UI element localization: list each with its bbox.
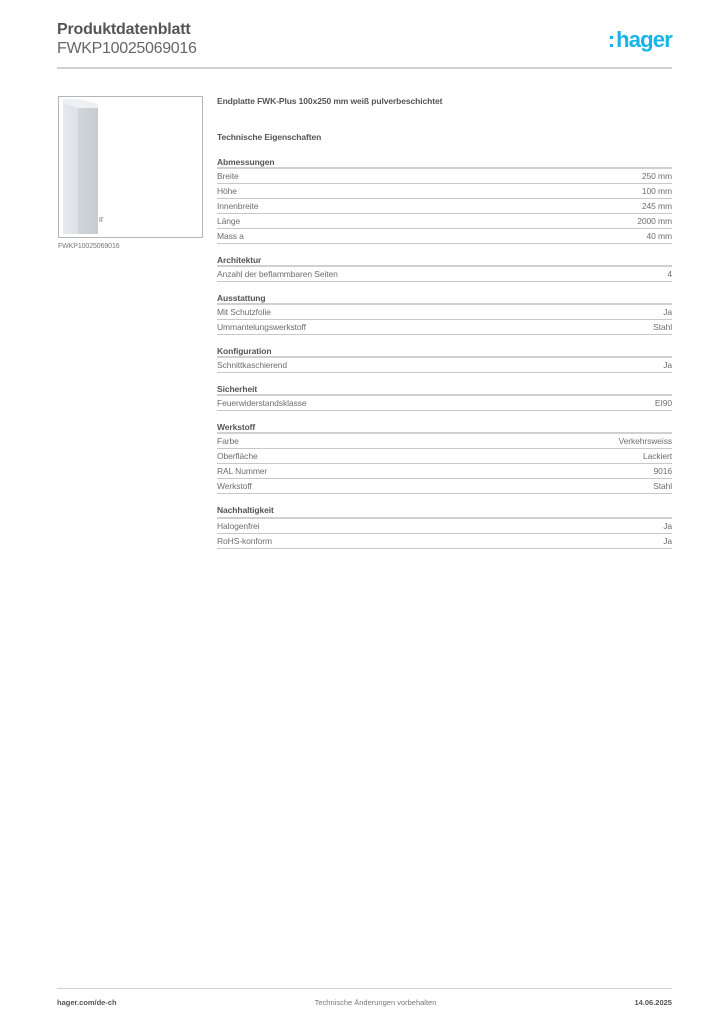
row-value: 4 [667, 269, 672, 279]
row-value: 40 mm [646, 231, 673, 241]
section-title: Werkstoff [217, 422, 672, 434]
product-details: Endplatte FWK-Plus 100x250 mm weiß pulve… [217, 96, 672, 560]
row-value: Ja [663, 536, 672, 546]
row-label: Mass a [217, 231, 244, 241]
row-value: 250 mm [641, 171, 672, 181]
row-value: 100 mm [641, 186, 672, 196]
row-value: Ja [663, 521, 672, 531]
section-title: Abmessungen [217, 157, 672, 169]
document-title: Produktdatenblatt [57, 21, 191, 38]
row-value: EI90 [654, 398, 672, 408]
table-row: Schnittkaschierend Ja [217, 358, 672, 373]
table-row: Mass a 40 mm [217, 229, 672, 244]
table-row: Halogenfrei Ja [217, 519, 672, 534]
section-title: Nachhaltigkeit [217, 505, 672, 519]
table-row: Innenbreite 245 mm [217, 199, 672, 214]
product-image: ᴦᴦ [58, 96, 203, 238]
section-title: Sicherheit [217, 384, 672, 396]
screws-icon: ᴦᴦ [99, 215, 104, 224]
table-row: Breite 250 mm [217, 169, 672, 184]
section-konfiguration: Konfiguration Schnittkaschierend Ja [217, 346, 672, 373]
section-title: Ausstattung [217, 293, 672, 305]
technical-properties-title: Technische Eigenschaften [217, 132, 322, 142]
product-illustration-front [63, 103, 78, 234]
product-illustration-side [78, 108, 98, 234]
row-value: Stahl [653, 481, 672, 491]
row-label: Breite [217, 171, 239, 181]
section-architektur: Architektur Anzahl der beflammbaren Seit… [217, 255, 672, 282]
logo-colon-mark: : [607, 27, 616, 52]
row-label: Feuerwiderstandsklasse [217, 398, 307, 408]
product-name: Endplatte FWK-Plus 100x250 mm weiß pulve… [217, 96, 443, 106]
section-title: Architektur [217, 255, 672, 267]
table-row: Höhe 100 mm [217, 184, 672, 199]
table-row: Werkstoff Stahl [217, 479, 672, 494]
product-illustration-top [63, 99, 98, 108]
table-row: RoHS-konform Ja [217, 534, 672, 549]
table-row: RAL Nummer 9016 [217, 464, 672, 479]
logo-text: hager [616, 27, 673, 52]
footer-website-link[interactable]: hager.com/de-ch [57, 998, 117, 1007]
row-value: Ja [663, 360, 672, 370]
table-row: Mit Schutzfolie Ja [217, 305, 672, 320]
row-label: Innenbreite [217, 201, 259, 211]
row-label: Höhe [217, 186, 237, 196]
footer-date: 14.06.2025 [634, 998, 672, 1007]
section-title: Konfiguration [217, 346, 672, 358]
row-value: 2000 mm [637, 216, 672, 226]
document-footer: hager.com/de-ch Technische Änderungen vo… [57, 998, 672, 1007]
section-abmessungen: Abmessungen Breite 250 mm Höhe 100 mm Inne… [217, 157, 672, 244]
row-label: Schnittkaschierend [217, 360, 288, 370]
row-label: Werkstoff [217, 481, 252, 491]
row-value: 245 mm [641, 201, 672, 211]
header-divider [57, 67, 672, 69]
row-value: Ja [663, 307, 672, 317]
row-label: RoHS-konform [217, 536, 273, 546]
hager-logo[interactable]: :hager [607, 27, 673, 53]
row-label: RAL Nummer [217, 466, 268, 476]
row-label: Farbe [217, 436, 239, 446]
row-label: Anzahl der beflammbaren Seiten [217, 269, 338, 279]
table-row: Farbe Verkehrsweiss [217, 434, 672, 449]
row-label: Oberfläche [217, 451, 258, 461]
row-value: 9016 [653, 466, 672, 476]
table-row: Oberfläche Lackiert [217, 449, 672, 464]
document-header: Produktdatenblatt FWKP10025069016 [57, 20, 672, 58]
row-label: Ummantelungswerkstoff [217, 322, 306, 332]
row-label: Halogenfrei [217, 521, 260, 531]
table-row: Feuerwiderstandsklasse EI90 [217, 396, 672, 411]
section-werkstoff: Werkstoff Farbe Verkehrsweiss Oberfläche L… [217, 422, 672, 494]
product-image-caption: FWKP10025069016 [58, 243, 120, 250]
footer-notice: Technische Änderungen vorbehalten [314, 998, 437, 1007]
footer-divider [57, 988, 672, 989]
section-ausstattung: Ausstattung Mit Schutzfolie Ja Ummantelun… [217, 293, 672, 335]
section-sicherheit: Sicherheit Feuerwiderstandsklasse EI90 [217, 384, 672, 411]
row-value: Stahl [653, 322, 672, 332]
row-label: Mit Schutzfolie [217, 307, 271, 317]
table-row: Länge 2000 mm [217, 214, 672, 229]
table-row: Ummantelungswerkstoff Stahl [217, 320, 672, 335]
row-value: Lackiert [643, 451, 672, 461]
article-number: FWKP10025069016 [57, 40, 197, 57]
row-label: Länge [217, 216, 241, 226]
row-value: Verkehrsweiss [618, 436, 673, 446]
table-row: Anzahl der beflammbaren Seiten 4 [217, 267, 672, 282]
